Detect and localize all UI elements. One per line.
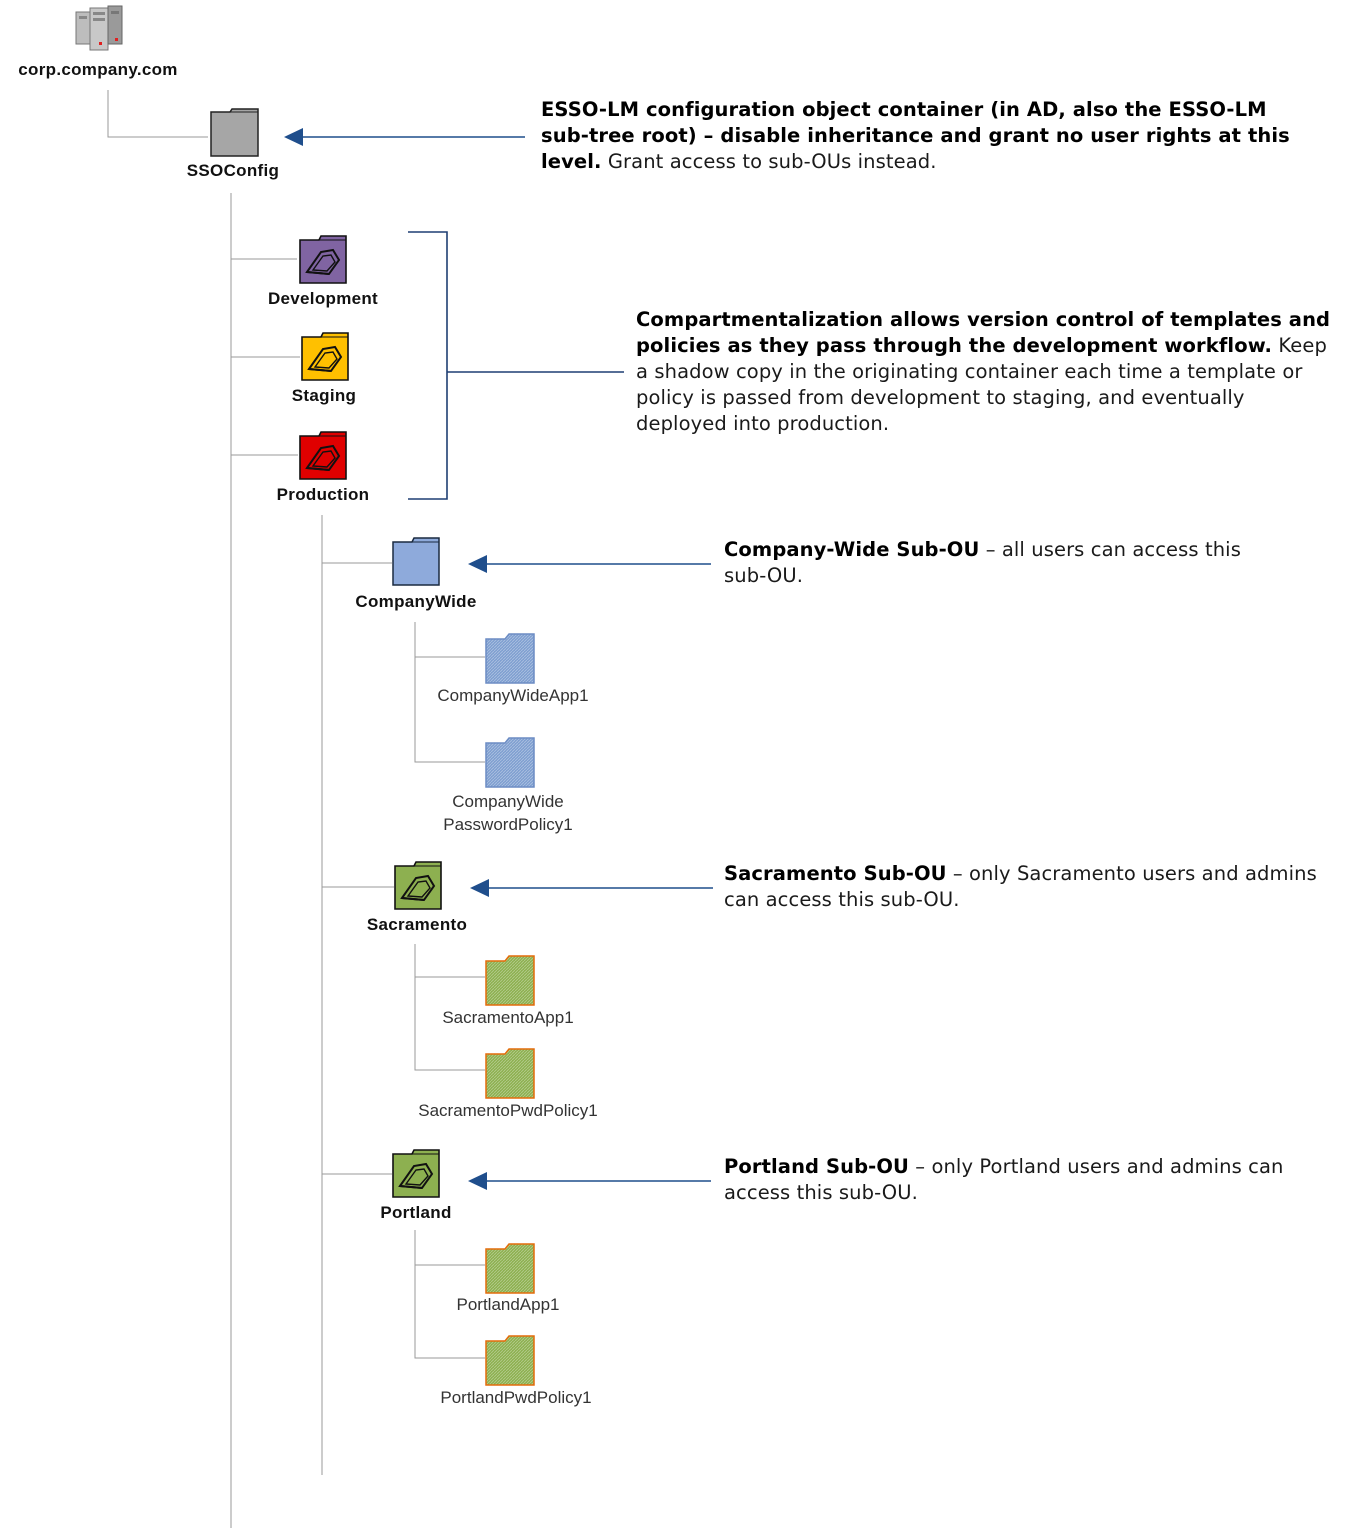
annotation-sacramento-bold: Sacramento Sub-OU [724, 862, 947, 885]
annotation-workflow: Compartmentalization allows version cont… [636, 307, 1341, 437]
ou-folder-icon [299, 235, 347, 284]
blue-folder-icon [392, 537, 440, 586]
annotation-portland-bold: Portland Sub-OU [724, 1155, 909, 1178]
companywideapp1-folder[interactable] [485, 633, 537, 685]
arrow-portland [468, 1172, 711, 1190]
companywide-label: CompanyWide [355, 592, 477, 611]
development-label: Development [267, 289, 379, 308]
ssoconfig-label: SSOConfig [186, 161, 280, 180]
portlandapp1-label: PortlandApp1 [456, 1295, 560, 1314]
production-container[interactable] [299, 431, 349, 482]
blue-folder-icon [485, 633, 535, 684]
annotation-sacramento-text: – only Sacramento users and admins can a… [724, 862, 1317, 911]
annotation-ssoconfig: ESSO-LM configuration object container (… [541, 97, 1311, 175]
green-folder-icon [485, 955, 535, 1006]
staging-label: Staging [291, 386, 357, 405]
connector-root-ssoconfig [107, 90, 208, 138]
server-icon [75, 5, 123, 51]
companywide-passwordpolicy1-folder[interactable] [485, 737, 537, 789]
ou-folder-icon [392, 1149, 440, 1198]
annotation-companywide: Company-Wide Sub-OU – all users can acce… [724, 537, 1284, 589]
annotation-sacramento: Sacramento Sub-OU – only Sacramento user… [724, 861, 1354, 913]
domain-root-label: corp.company.com [18, 60, 178, 79]
workflow-bracket [408, 231, 448, 500]
annotation-portland: Portland Sub-OU – only Portland users an… [724, 1154, 1284, 1206]
production-label: Production [276, 485, 370, 504]
companywide-passwordpolicy1-label: CompanyWide PasswordPolicy1 [443, 792, 573, 834]
portlandapp1-folder[interactable] [485, 1243, 537, 1295]
connector-companywide-children [414, 622, 485, 763]
ou-folder-icon [301, 332, 349, 381]
green-folder-icon [485, 1243, 535, 1294]
annotation-ssoconfig-bold: ESSO-LM configuration object container (… [541, 98, 1290, 173]
arrow-ssoconfig [284, 128, 525, 146]
companywide-sub-ou[interactable] [392, 537, 442, 588]
ou-folder-icon [299, 431, 347, 480]
annotation-workflow-text: Keep a shadow copy in the originating co… [636, 334, 1327, 435]
sacramentopwdpolicy1-folder[interactable] [485, 1048, 537, 1100]
annotation-companywide-text: – all users can access this sub-OU. [724, 538, 1241, 587]
portland-sub-ou[interactable] [392, 1149, 442, 1200]
annotation-companywide-bold: Company-Wide Sub-OU [724, 538, 980, 561]
portlandpwdpolicy1-folder[interactable] [485, 1335, 537, 1387]
arrow-companywide [468, 555, 711, 573]
connector-sacramento-children [414, 944, 485, 1071]
portland-label: Portland [380, 1203, 452, 1222]
companywideapp1-label: CompanyWideApp1 [437, 686, 589, 705]
domain-root [74, 5, 124, 52]
ou-folder-icon [394, 861, 442, 910]
sacramentoapp1-folder[interactable] [485, 955, 537, 1007]
annotation-ssoconfig-text: Grant access to sub-OUs instead. [601, 150, 937, 173]
development-container[interactable] [299, 235, 349, 286]
green-folder-icon [485, 1048, 535, 1099]
portlandpwdpolicy1-label: PortlandPwdPolicy1 [440, 1388, 592, 1407]
sacramento-sub-ou[interactable] [394, 861, 444, 912]
sacramentoapp1-label: SacramentoApp1 [442, 1008, 574, 1027]
ssoconfig-container[interactable] [210, 108, 260, 157]
arrow-sacramento [470, 879, 713, 897]
sacramentopwdpolicy1-label: SacramentoPwdPolicy1 [418, 1101, 598, 1120]
connector-portland-children [414, 1230, 485, 1359]
annotation-portland-text: – only Portland users and admins can acc… [724, 1155, 1284, 1204]
blue-folder-icon [485, 737, 535, 788]
staging-container[interactable] [301, 332, 351, 383]
green-folder-icon [485, 1335, 535, 1386]
annotation-workflow-bold: Compartmentalization allows version cont… [636, 308, 1331, 357]
gray-folder-icon [210, 108, 259, 157]
sacramento-label: Sacramento [366, 915, 468, 934]
